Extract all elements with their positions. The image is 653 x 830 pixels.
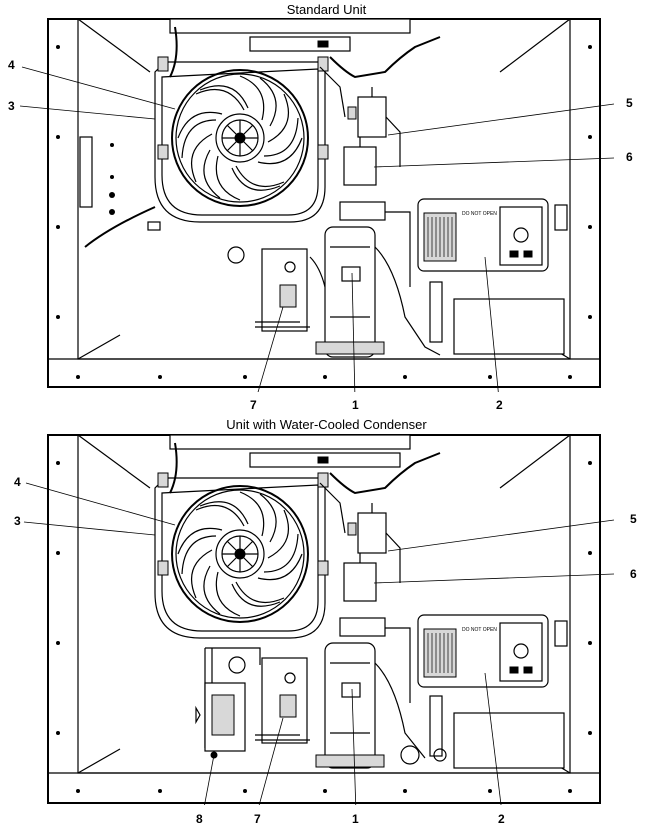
panel-warning-label: DO NOT OPEN: [462, 211, 497, 217]
callout-3: 3: [14, 514, 21, 528]
panel-warning-label: DO NOT OPEN: [462, 627, 497, 633]
control-box: DO NOT OPEN: [417, 198, 549, 272]
callout-5: 5: [630, 512, 637, 526]
filter-drier: [343, 146, 377, 186]
water-cooled-condenser: [195, 647, 261, 759]
compressor: [315, 201, 386, 358]
callout-2: 2: [498, 812, 505, 826]
figure-title-standard: Standard Unit: [286, 2, 367, 17]
figure-title-water-cooled: Unit with Water-Cooled Condenser: [226, 417, 427, 432]
callout-1: 1: [352, 398, 359, 412]
refrigerant-line: [169, 442, 441, 495]
control-box: DO NOT OPEN: [417, 614, 549, 688]
frame-bolts: [56, 461, 592, 793]
callout-4: 4: [14, 475, 21, 489]
callout-6: 6: [626, 150, 633, 164]
callout-7: 7: [254, 812, 261, 826]
refrigerant-line: [169, 26, 441, 79]
compressor: [315, 617, 386, 769]
callout-8: 8: [196, 812, 203, 826]
callout-1: 1: [352, 812, 359, 826]
condenser-fan: [171, 69, 309, 207]
expansion-valve: [255, 657, 310, 744]
sight-glass: [227, 246, 245, 264]
callout-5: 5: [626, 96, 633, 110]
expansion-valve: [255, 248, 310, 332]
leader-lines: [19, 66, 615, 392]
top-rail: [169, 18, 411, 34]
frame-bolts: [56, 45, 592, 379]
condenser-coil-shroud: [154, 477, 326, 639]
lower-electrical-box: [453, 712, 565, 769]
lower-electrical-box: [453, 298, 565, 355]
callout-2: 2: [496, 398, 503, 412]
callout-6: 6: [630, 567, 637, 581]
callout-4: 4: [8, 58, 15, 72]
condenser-coil-shroud: [154, 61, 326, 223]
standard-unit-diagram: DO NOT OPEN: [19, 18, 615, 392]
leader-lines: [23, 482, 615, 805]
condenser-fan: [171, 485, 309, 623]
receiver-component: [357, 96, 387, 138]
callout-7: 7: [250, 398, 257, 412]
top-rail: [169, 434, 411, 450]
receiver-component: [357, 512, 387, 554]
water-cooled-unit-diagram: DO NOT OPEN: [23, 434, 615, 805]
callout-3: 3: [8, 99, 15, 113]
filter-drier: [343, 562, 377, 602]
